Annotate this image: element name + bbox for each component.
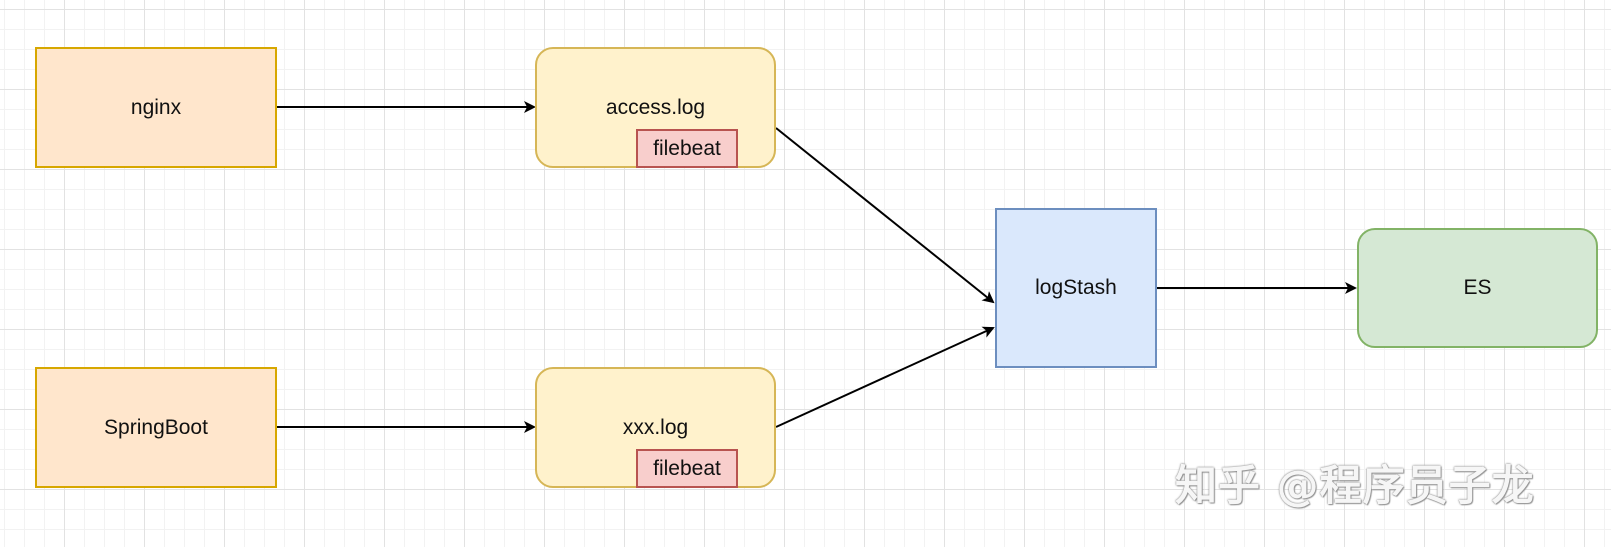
logstash-node[interactable]: logStash: [995, 208, 1157, 368]
xxx-log-label: xxx.log: [622, 415, 689, 439]
nginx-node[interactable]: nginx: [35, 47, 277, 168]
es-node[interactable]: ES: [1357, 228, 1598, 348]
springboot-label: SpringBoot: [104, 415, 208, 439]
filebeat-top-label: filebeat: [653, 136, 721, 160]
filebeat-bottom-badge[interactable]: filebeat: [636, 449, 738, 488]
nginx-label: nginx: [130, 95, 182, 119]
filebeat-bottom-label: filebeat: [653, 456, 721, 480]
edge-xxx-log-to-logstash: [775, 326, 995, 428]
access-log-label: access.log: [605, 95, 706, 119]
es-label: ES: [1463, 276, 1492, 299]
filebeat-top-badge[interactable]: filebeat: [636, 129, 738, 168]
springboot-node[interactable]: SpringBoot: [35, 367, 277, 488]
logstash-label: logStash: [1035, 276, 1117, 299]
edge-access-log-to-logstash: [775, 127, 995, 304]
watermark-text: 知乎 @程序员子龙: [1175, 461, 1535, 510]
